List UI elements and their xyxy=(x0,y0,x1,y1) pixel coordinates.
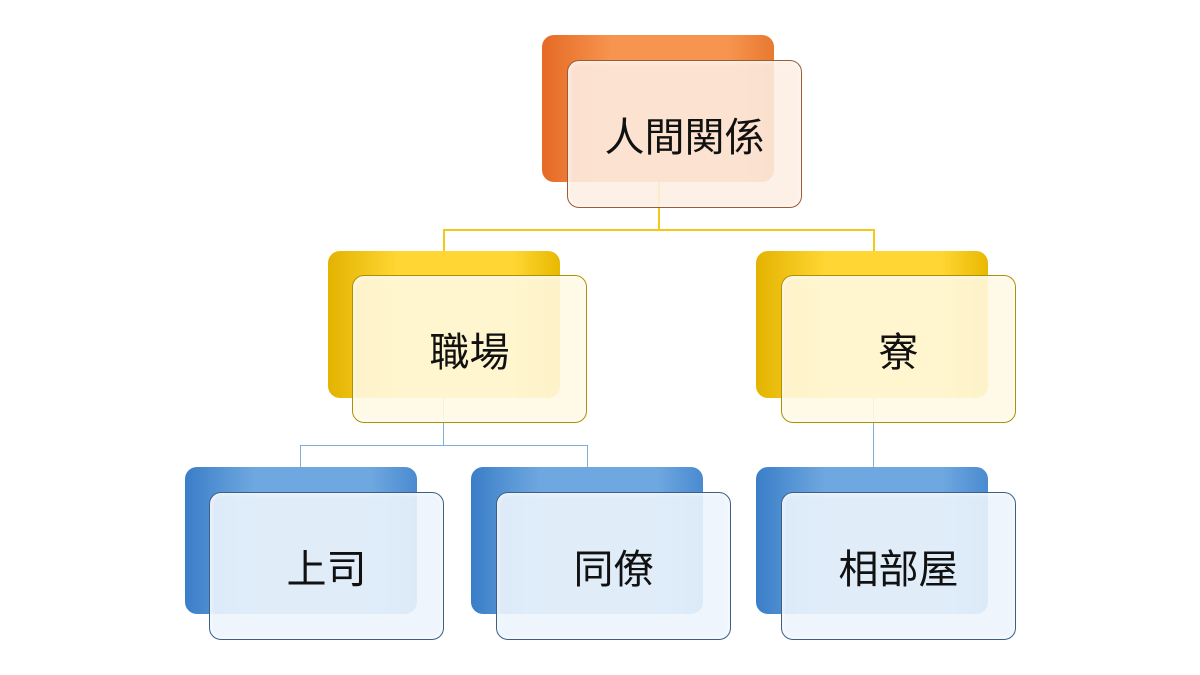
connector-to-ryo xyxy=(873,229,875,251)
node-label: 人間関係 xyxy=(567,60,802,208)
node-label: 上司 xyxy=(209,492,444,640)
connector-to-joshi xyxy=(300,445,301,467)
connector-level2-horizontal xyxy=(300,445,588,446)
connector-to-doryo xyxy=(587,445,588,467)
node-label: 寮 xyxy=(781,275,1016,423)
connector-to-shokuba xyxy=(443,229,445,251)
node-label: 同僚 xyxy=(496,492,731,640)
node-label: 職場 xyxy=(352,275,587,423)
connector-to-aibeya xyxy=(873,398,874,467)
connector-level1-horizontal xyxy=(443,229,875,231)
node-label: 相部屋 xyxy=(781,492,1016,640)
